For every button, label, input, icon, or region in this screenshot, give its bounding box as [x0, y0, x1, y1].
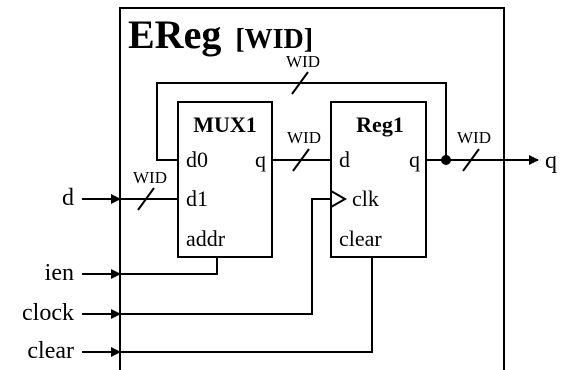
input-ien-label: ien: [45, 260, 74, 286]
ien-to-addr-wire: [120, 257, 218, 275]
reg-port-clear: clear: [339, 226, 382, 251]
mux-block: MUX1 d0 d1 addr q: [177, 101, 273, 258]
reg-block: Reg1 d q clk clear: [330, 101, 427, 258]
output-junction-dot: [441, 155, 451, 165]
input-d-width-label: WID: [133, 168, 167, 187]
module-name: EReg: [128, 12, 221, 57]
input-clear-label: clear: [27, 338, 74, 364]
mux-port-d1: d1: [186, 186, 208, 211]
module-parameter: [WID]: [235, 24, 313, 55]
output-q-width-label: WID: [457, 128, 491, 147]
mux-to-reg-width-label: WID: [287, 128, 321, 147]
feedback-width-label: WID: [286, 52, 320, 71]
module-boundary: [119, 7, 505, 370]
mux-port-addr: addr: [186, 226, 226, 251]
clock-to-clk-wire: [120, 198, 331, 315]
input-d-label: d: [62, 185, 74, 211]
reg-port-q: q: [409, 147, 420, 172]
mux-title: MUX1: [193, 112, 257, 137]
reg-port-clk: clk: [352, 186, 379, 211]
clock-triangle-icon: [330, 190, 348, 208]
reg-port-d: d: [339, 147, 350, 172]
feedback-width-slash: [291, 71, 309, 95]
mux-port-q: q: [255, 147, 266, 172]
reg-title: Reg1: [356, 112, 404, 137]
feedback-wire: [156, 82, 447, 161]
input-d-width-slash: [137, 187, 155, 211]
mux-to-reg-width-slash: [292, 148, 310, 172]
reg-box: [330, 101, 427, 258]
input-clock-label: clock: [22, 300, 74, 326]
clear-to-reg-wire: [120, 257, 373, 353]
mux-box: [177, 101, 273, 258]
mux-port-d0: d0: [186, 147, 208, 172]
output-q-width-slash: [462, 148, 480, 172]
output-q-label: q: [545, 148, 557, 174]
module-title: EReg [WID]: [128, 12, 313, 57]
